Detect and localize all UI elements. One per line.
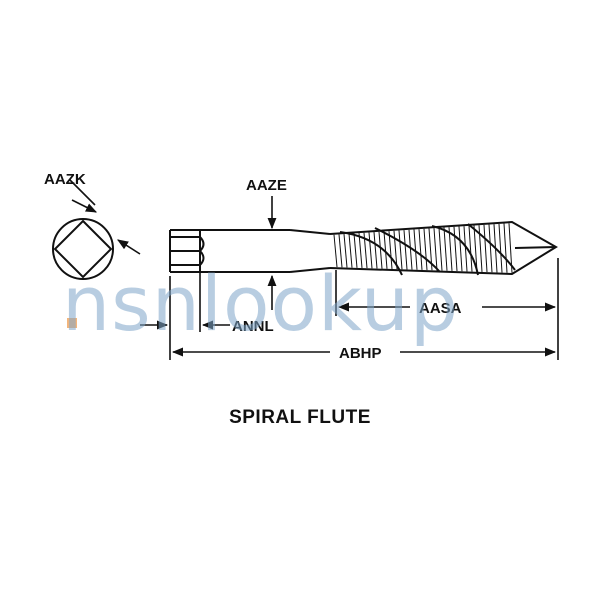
thread-line	[378, 231, 383, 269]
aazk-leader	[69, 179, 96, 206]
thread-line	[503, 223, 508, 273]
thread-line	[458, 226, 463, 272]
thread-line	[403, 230, 408, 270]
thread-line	[438, 227, 443, 271]
end-view-square	[53, 219, 113, 279]
watermark-text: nsnlookup	[62, 259, 459, 348]
thread-line	[473, 225, 478, 272]
thread-hatching	[333, 223, 513, 273]
thread-line	[478, 225, 483, 272]
thread-line	[353, 233, 358, 268]
thread-line	[433, 228, 438, 271]
end-view-circle	[52, 218, 114, 280]
end-view	[52, 179, 141, 280]
thread-line	[423, 228, 428, 271]
label-aaze: AAZE	[246, 177, 287, 194]
thread-line	[448, 227, 453, 271]
thread-line	[368, 232, 373, 269]
thread-line	[463, 226, 468, 272]
abhp-dimension	[169, 276, 557, 360]
thread-line	[483, 224, 488, 273]
label-annl: ANNL	[232, 318, 274, 335]
label-abhp: ABHP	[339, 345, 382, 362]
thread-line	[428, 228, 433, 271]
thread-line	[488, 224, 493, 273]
thread-line	[418, 229, 423, 270]
watermark: nsnlookup	[62, 259, 459, 348]
label-aasa: AASA	[419, 300, 462, 317]
aasa-dimension	[335, 258, 559, 360]
point-axis	[514, 246, 557, 249]
spiral-flute-2	[374, 227, 441, 273]
thread-line	[453, 226, 458, 272]
spiral-flute-1	[339, 231, 403, 276]
diagram-caption: SPIRAL FLUTE	[229, 407, 371, 428]
thread-line	[398, 230, 403, 270]
thread-line	[413, 229, 418, 270]
thread-line	[343, 234, 348, 268]
thread-line	[408, 229, 413, 270]
thread-line	[393, 230, 398, 270]
thread-line	[373, 232, 378, 269]
label-aazk: AAZK	[44, 171, 86, 188]
thread-line	[348, 233, 353, 268]
thread-line	[388, 231, 393, 269]
aazk-arrow-2	[117, 239, 141, 255]
aazk-arrow-1	[71, 199, 98, 213]
thread-line	[508, 223, 513, 273]
thread-line	[358, 233, 363, 268]
thread-line	[363, 232, 368, 269]
thread-line	[498, 223, 503, 273]
thread-line	[493, 224, 498, 273]
thread-line	[338, 234, 343, 268]
annl-dimension	[140, 272, 277, 332]
thread-line	[383, 231, 388, 269]
thread-line	[443, 227, 448, 271]
thread-line	[333, 234, 338, 268]
watermark-dot	[67, 318, 77, 328]
neck-top	[289, 229, 331, 235]
neck-bottom	[289, 267, 331, 273]
thread-line	[468, 225, 473, 272]
